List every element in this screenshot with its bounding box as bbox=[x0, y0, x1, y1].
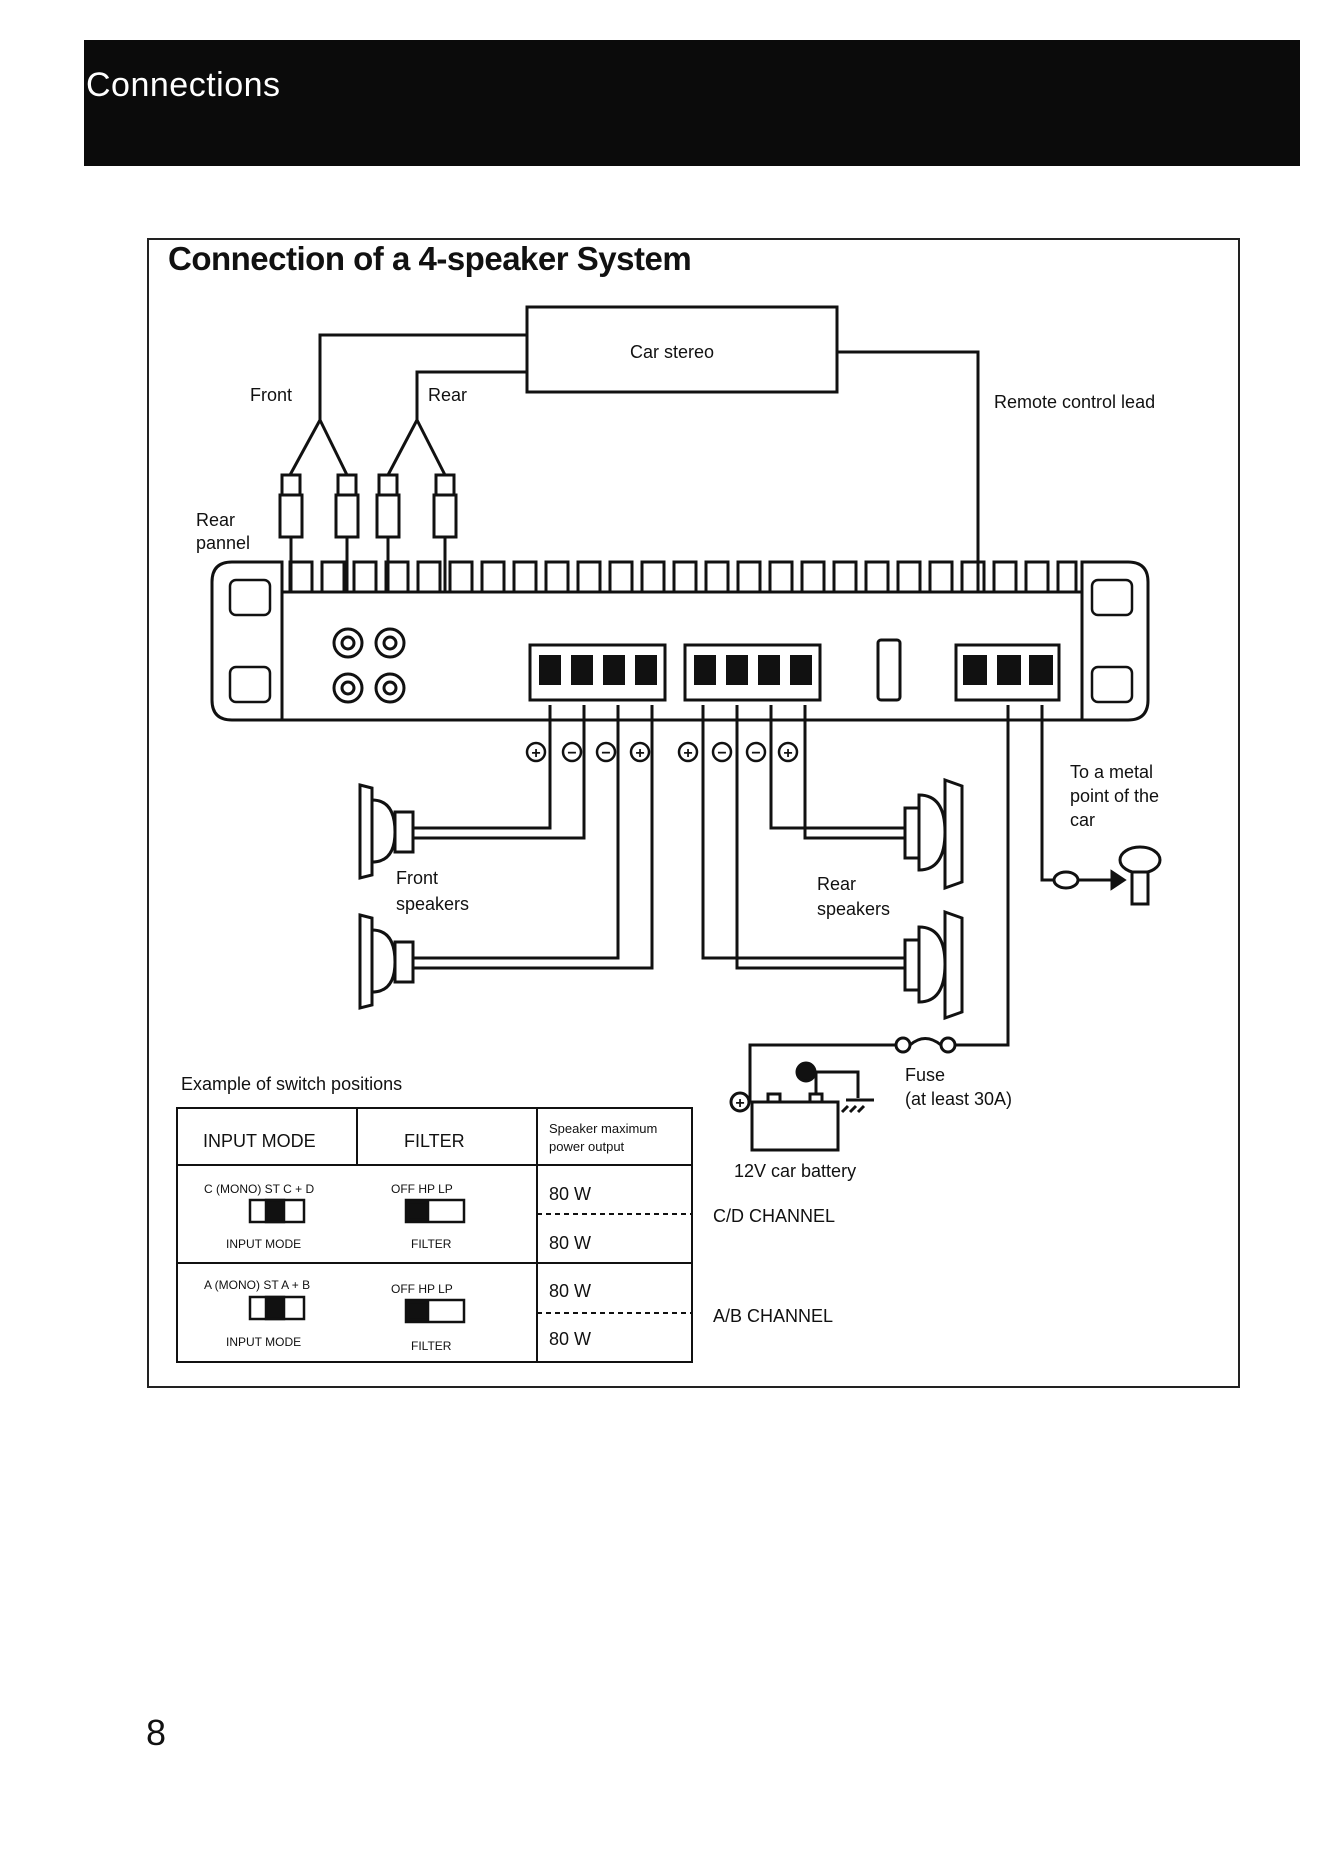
row1-channel: C/D CHANNEL bbox=[713, 1206, 835, 1226]
polarity-markers: + − − + + − − + bbox=[525, 741, 799, 763]
row2-input-label: INPUT MODE bbox=[226, 1335, 301, 1349]
svg-text:+: + bbox=[783, 745, 792, 762]
svg-text:+: + bbox=[531, 745, 540, 762]
row1-filter-label: FILTER bbox=[411, 1237, 452, 1251]
svg-text:−: − bbox=[601, 745, 610, 762]
row1-input-label: INPUT MODE bbox=[226, 1237, 301, 1251]
page-title: Connections bbox=[86, 66, 281, 104]
metal-point-label-1: To a metal bbox=[1070, 762, 1153, 782]
rear-label: Rear bbox=[428, 385, 467, 405]
ground-bolt-icon bbox=[1052, 845, 1162, 906]
row1-input-switch-icon bbox=[248, 1198, 306, 1224]
car-stereo-label: Car stereo bbox=[630, 342, 714, 362]
section-title: Connection of a 4-speaker System bbox=[168, 240, 692, 277]
front-label: Front bbox=[250, 385, 292, 405]
fuse-icon bbox=[894, 1036, 957, 1054]
page-number: 8 bbox=[146, 1712, 167, 1753]
rear-speaker-icons bbox=[903, 777, 964, 1021]
row1-input-options: C (MONO) ST C + D bbox=[204, 1182, 314, 1196]
metal-point-label-2: point of the bbox=[1070, 786, 1159, 806]
row1-filter-options: OFF HP LP bbox=[391, 1182, 453, 1196]
amplifier bbox=[210, 560, 1150, 722]
rear-panel-label-2: pannel bbox=[196, 533, 250, 553]
svg-text:+: + bbox=[635, 745, 644, 762]
rear-panel-label-1: Rear bbox=[196, 510, 235, 530]
rear-speakers-label-1: Rear bbox=[817, 874, 856, 894]
row2-channel: A/B CHANNEL bbox=[713, 1306, 833, 1326]
remote-control-lead-label: Remote control lead bbox=[994, 392, 1155, 412]
remote-lead-wire bbox=[837, 350, 980, 640]
row1-power-1: 80 W bbox=[549, 1184, 591, 1204]
battery-label: 12V car battery bbox=[734, 1161, 856, 1181]
row2-input-options: A (MONO) ST A + B bbox=[204, 1278, 310, 1292]
header-bar bbox=[84, 40, 1300, 166]
metal-point-label-3: car bbox=[1070, 810, 1095, 830]
row2-input-switch-icon bbox=[248, 1295, 306, 1321]
front-speakers-label-1: Front bbox=[396, 868, 438, 888]
car-stereo-box bbox=[525, 305, 839, 394]
row2-filter-options: OFF HP LP bbox=[391, 1282, 453, 1296]
fuse-label-2: (at least 30A) bbox=[905, 1089, 1012, 1109]
table-header-power-1: Speaker maximum bbox=[549, 1121, 657, 1136]
table-header-input-mode: INPUT MODE bbox=[203, 1131, 316, 1151]
speaker-wires bbox=[385, 705, 1057, 1102]
front-speakers-label-2: speakers bbox=[396, 894, 469, 914]
row1-filter-switch-icon bbox=[404, 1198, 466, 1224]
fuse-label-1: Fuse bbox=[905, 1065, 945, 1085]
switch-table-grid bbox=[176, 1107, 693, 1363]
front-speaker-icons bbox=[358, 783, 415, 1010]
signal-wires bbox=[288, 333, 980, 640]
battery-plus: + bbox=[735, 1095, 744, 1112]
svg-text:−: − bbox=[717, 745, 726, 762]
diagram-frame bbox=[147, 238, 1240, 1388]
rca-plugs bbox=[278, 473, 458, 539]
row2-filter-label: FILTER bbox=[411, 1339, 452, 1353]
svg-text:−: − bbox=[567, 745, 576, 762]
row2-power-2: 80 W bbox=[549, 1329, 591, 1349]
row1-power-2: 80 W bbox=[549, 1233, 591, 1253]
rear-speakers-label-2: speakers bbox=[817, 899, 890, 919]
table-header-filter: FILTER bbox=[404, 1131, 465, 1151]
table-header-power-2: power output bbox=[549, 1139, 625, 1154]
battery-icon bbox=[729, 1061, 874, 1152]
switch-table-caption: Example of switch positions bbox=[181, 1074, 402, 1094]
svg-text:+: + bbox=[683, 745, 692, 762]
row2-filter-switch-icon bbox=[404, 1298, 466, 1324]
svg-text:−: − bbox=[751, 745, 760, 762]
row2-power-1: 80 W bbox=[549, 1281, 591, 1301]
